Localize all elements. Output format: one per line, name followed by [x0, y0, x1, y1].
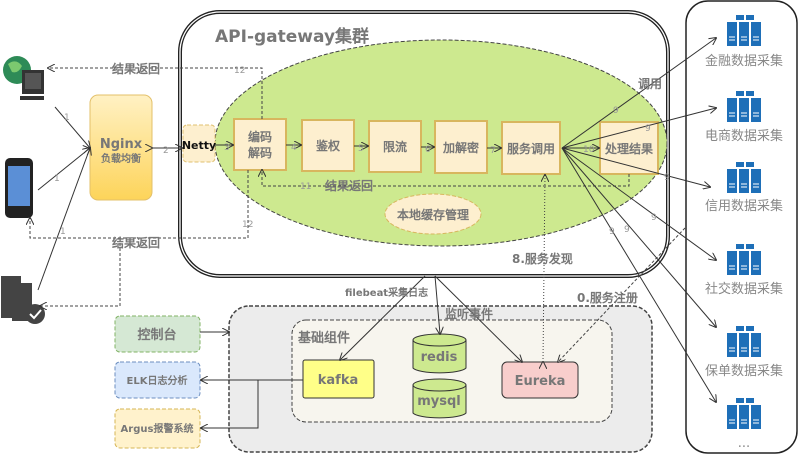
service-ecommerce: 电商数据采集	[705, 128, 783, 144]
local-cache-label: 本地缓存管理	[397, 207, 469, 222]
return-label-inner: 结果返回	[325, 178, 373, 193]
pipeline-decode-label-2: 解码	[248, 145, 272, 160]
step-2-label: 2	[163, 146, 169, 156]
kafka-label: kafka	[318, 373, 359, 388]
service-call-arrows	[561, 38, 716, 402]
pipeline-decode: 编码 解码	[233, 118, 287, 171]
pipeline-service-call-label: 服务调用	[507, 141, 555, 156]
netty-box	[182, 124, 216, 163]
nginx-sublabel: 负载均衡	[101, 152, 141, 165]
desktop-client-icon	[3, 56, 44, 100]
elk-label: ELK日志分析	[127, 374, 188, 387]
service-register-label: 0.服务注册	[577, 290, 638, 305]
infra-arrows	[200, 275, 522, 428]
step-12-label: 12	[234, 66, 245, 76]
listen-events-label: 监听事件	[445, 306, 493, 321]
pipeline-crypto-label: 加解密	[442, 140, 479, 155]
netty-label: Netty	[182, 139, 216, 152]
step-1-label: 1	[54, 174, 60, 184]
return-paths	[30, 68, 630, 306]
service-finance: 金融数据采集	[705, 53, 783, 69]
pipeline-auth-label: 鉴权	[315, 138, 341, 153]
step-9-label: 9	[609, 227, 615, 237]
step-5-label: 5	[358, 144, 364, 154]
pipeline-crypto: 加解密	[434, 120, 488, 174]
eureka-label: Eureka	[515, 374, 566, 389]
local-cache	[384, 193, 482, 235]
mysql-cylinder: mysql	[412, 378, 467, 419]
mysql-label: mysql	[417, 394, 461, 409]
step-1-label: 1	[60, 227, 66, 237]
pipeline-ratelimit-label: 限流	[383, 139, 407, 154]
step-3-label: 3	[224, 143, 230, 153]
pipeline-arrows	[37, 106, 599, 291]
service-panel	[685, 0, 798, 454]
pipeline-ratelimit: 限流	[368, 120, 422, 173]
step-6-label: 6	[425, 145, 431, 155]
pipeline-result-label: 处理结果	[604, 141, 653, 156]
pipeline-decode-label-1: 编码	[247, 129, 272, 144]
service-insurance: 保单数据采集	[705, 363, 783, 379]
filebeat-label: filebeat采集日志	[345, 286, 428, 299]
step-9-label: 9	[651, 213, 657, 223]
return-label-top: 结果返回	[112, 61, 160, 76]
call-label: 调用	[638, 77, 662, 91]
pipeline-auth: 鉴权	[301, 119, 355, 172]
step-9-label: 9	[613, 106, 619, 116]
argus-label: Argus报警系统	[121, 422, 194, 435]
step-12-label: 12	[242, 220, 253, 230]
service-more: ...	[738, 436, 750, 451]
step-9-label: 9	[645, 124, 651, 134]
service-credit: 信用数据采集	[705, 198, 783, 214]
console-label: 控制台	[137, 327, 176, 343]
redis-label: redis	[421, 350, 458, 365]
service-discovery-label: 8.服务发现	[512, 251, 573, 266]
step-7-label: 7	[490, 146, 496, 156]
return-label-bottom: 结果返回	[112, 235, 160, 250]
step-10-label: 10	[583, 145, 595, 155]
nginx-label: Nginx	[100, 137, 143, 152]
registry-arrows	[543, 175, 686, 362]
console-box	[114, 315, 201, 353]
service-social: 社交数据采集	[705, 281, 783, 297]
step-1-label: 1	[64, 113, 70, 123]
pipeline-service-call: 服务调用	[501, 121, 561, 175]
mobile-client-icon	[5, 158, 33, 218]
base-components-title: 基础组件	[297, 330, 350, 346]
step-9-label: 9	[624, 225, 630, 235]
step-11-label: 11	[300, 182, 311, 192]
step-9-label: 9	[664, 173, 670, 183]
step-4-label: 4	[291, 143, 297, 153]
gateway-title: API-gateway集群	[215, 26, 369, 47]
server-client-icon	[1, 276, 45, 324]
redis-cylinder: redis	[412, 333, 467, 374]
elk-box	[114, 361, 201, 399]
